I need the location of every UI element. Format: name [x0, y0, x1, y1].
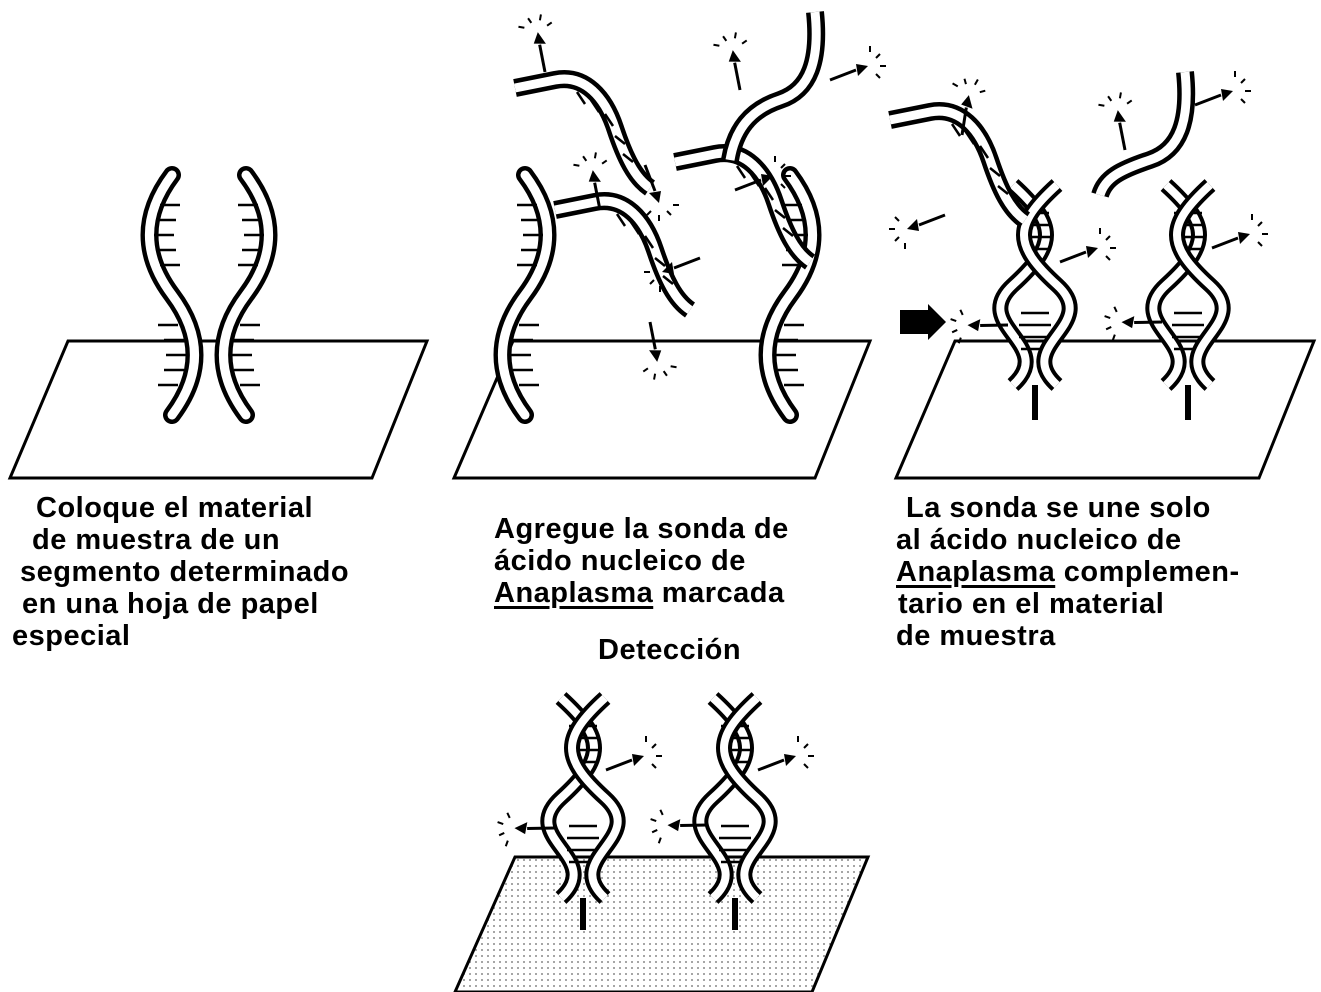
caption-step2-line3: Anaplasma marcada	[494, 577, 789, 609]
caption-step3-line1: La sonda se une solo	[906, 492, 1211, 524]
caption-step3-line5: de muestra	[896, 620, 1056, 652]
caption-step2-line1: Agregue la sonda de	[494, 513, 789, 545]
caption-step2-line2: ácido nucleico de	[494, 545, 746, 577]
caption-step3: La sonda se une solo al ácido nucleico d…	[896, 492, 1240, 652]
labeled-probe-icon	[555, 201, 690, 310]
caption-step1-line: de muestra de un	[32, 524, 281, 556]
caption-step1-line: segmento determinado	[20, 556, 350, 588]
caption-step2-line3-rest: marcada	[653, 577, 785, 609]
caption-step3-line3: Anaplasma complemen-	[896, 556, 1240, 588]
caption-step3-line4: tario en el material	[898, 588, 1165, 620]
paper-sheet-3	[893, 339, 1317, 480]
anaplasma-term: Anaplasma	[494, 577, 654, 609]
arrow-right-icon	[900, 304, 946, 340]
caption-step1-line: en una hoja de papel	[22, 588, 319, 620]
caption-step1-line: especial	[12, 620, 131, 652]
caption-step3-line2: al ácido nucleico de	[896, 524, 1182, 556]
caption-step4-title: Detección	[598, 634, 742, 666]
caption-step3-line3-rest: complemen-	[1055, 556, 1240, 588]
labeled-probe-icon	[515, 79, 650, 188]
caption-step1-line: Coloque el material	[36, 492, 314, 524]
paper-sheet-detection	[453, 855, 871, 992]
caption-step1: Coloque el material de muestra de un seg…	[12, 492, 349, 652]
caption-step2: Agregue la sonda de ácido nucleico de An…	[494, 513, 789, 609]
paper-sheet-1	[7, 339, 430, 480]
anaplasma-term: Anaplasma	[896, 556, 1056, 588]
labeled-probe-icon	[890, 111, 1025, 220]
